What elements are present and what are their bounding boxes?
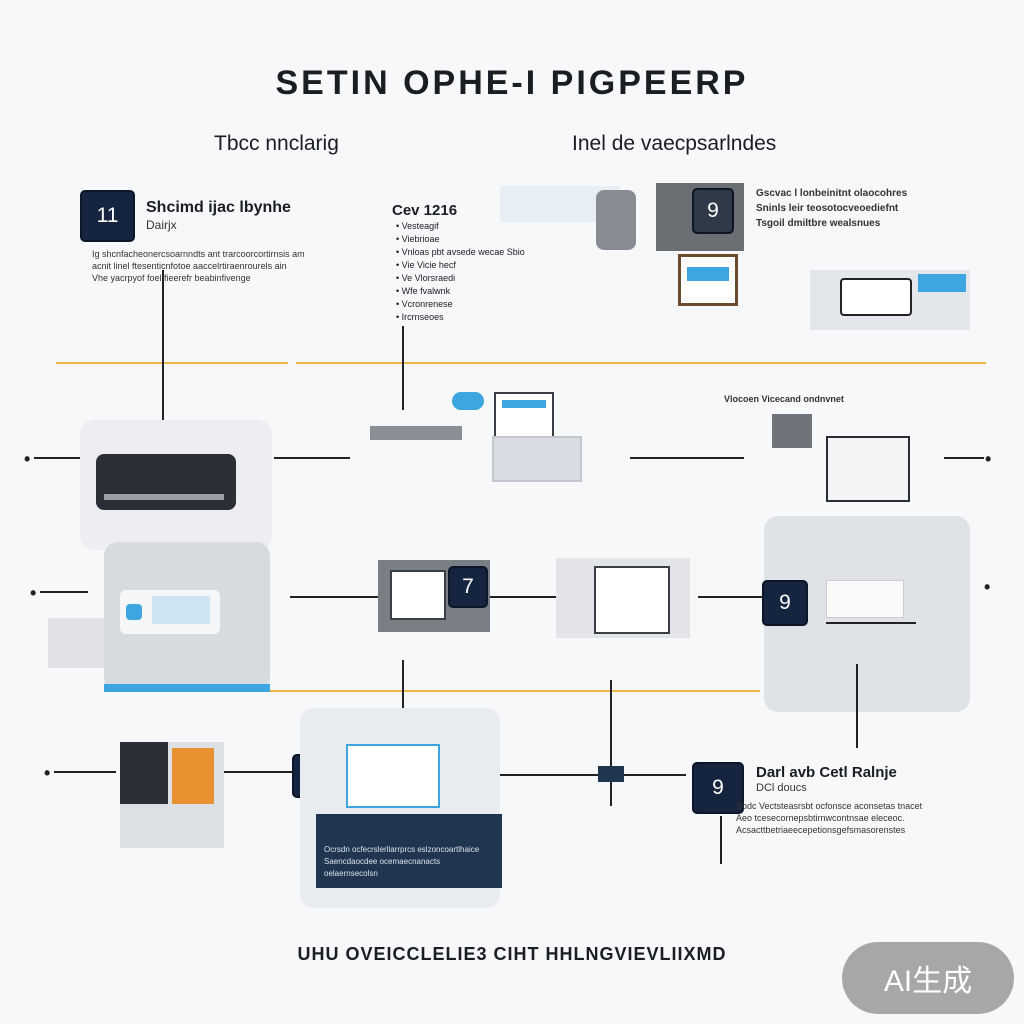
connector-line bbox=[224, 771, 294, 773]
step-number-badge: 7 bbox=[448, 566, 488, 608]
device-panel bbox=[556, 558, 690, 638]
step-number-badge: 9 bbox=[762, 580, 808, 626]
step-heading: Darl avb Cetl Ralnje bbox=[756, 764, 897, 781]
step-description: Sbdc Vectsteasrsbt ocfonsce aconsetas tn… bbox=[736, 801, 923, 835]
screen-illustration bbox=[678, 254, 738, 306]
connector-line bbox=[720, 816, 722, 864]
ai-generated-watermark: AI生成 bbox=[842, 942, 1014, 1014]
connector-line bbox=[290, 596, 390, 598]
page-title: SETIN OPHE-I PIGPEERP bbox=[275, 64, 749, 102]
info-panel: Ocrsdn ocfecrslerllarrprcs eslzoncoartlh… bbox=[316, 814, 502, 888]
step-subheading: Dairjx bbox=[146, 218, 177, 232]
document-viewer-illustration bbox=[826, 436, 910, 502]
connector-line bbox=[610, 680, 612, 806]
device-panel bbox=[48, 618, 108, 668]
connector-node-icon bbox=[598, 766, 624, 782]
list-item: Ircrnseoes bbox=[396, 311, 556, 324]
connector-line bbox=[54, 771, 116, 773]
divider-line bbox=[128, 690, 760, 692]
list-item: Viebrioae bbox=[396, 233, 556, 246]
list-item: Vcronrenese bbox=[396, 298, 556, 311]
connector-line bbox=[490, 596, 556, 598]
connector-line bbox=[630, 457, 744, 459]
connector-dot-icon: • bbox=[984, 577, 991, 597]
connector-strip-illustration bbox=[370, 426, 462, 440]
connector-line bbox=[402, 660, 404, 726]
step-list: Vesteagif Viebrioae Vnloas pbt avsede we… bbox=[396, 220, 556, 324]
list-item: Vesteagif bbox=[396, 220, 556, 233]
connector-dot-icon: • bbox=[44, 763, 51, 783]
connector-line bbox=[826, 622, 916, 624]
list-item: Vnloas pbt avsede wecae Sbio bbox=[396, 246, 556, 259]
connector-line bbox=[944, 457, 984, 459]
connector-dot-icon: • bbox=[985, 449, 992, 469]
monitor-illustration bbox=[120, 590, 220, 634]
step-description: Ig shcnfacheonercsoarnndts ant trarcoorc… bbox=[92, 249, 305, 283]
mid-label: Vlocoen Vicecand ondnvnet bbox=[724, 394, 844, 404]
step-number-badge: 11 bbox=[80, 190, 135, 242]
device-arm-illustration bbox=[596, 190, 636, 250]
list-item: Wfe fvalwnk bbox=[396, 285, 556, 298]
divider-line bbox=[296, 362, 986, 364]
list-heading: Cev 1216 bbox=[392, 202, 458, 219]
step-number-badge: 9 bbox=[692, 762, 744, 814]
connector-line bbox=[402, 326, 404, 410]
device-illustration bbox=[810, 270, 970, 330]
step-subheading: DCl doucs bbox=[756, 782, 807, 794]
step-heading: Shcimd ijac lbynhe bbox=[146, 199, 291, 216]
connector-line bbox=[274, 457, 350, 459]
connector-line bbox=[34, 457, 82, 459]
divider-line bbox=[56, 362, 288, 364]
step-description: Gscvac l lonbeinitnt olaocohres Sninls l… bbox=[756, 188, 908, 229]
connector-line bbox=[500, 774, 686, 776]
footer-caption: UHU OVEICCLELIE3 CIHT HHLNGVIEVLIIXMD bbox=[297, 944, 727, 964]
connector-dot-icon: • bbox=[24, 449, 31, 469]
usb-key-illustration bbox=[452, 392, 484, 410]
monitor-illustration bbox=[346, 744, 440, 808]
list-item: Vie Vicie hecf bbox=[396, 259, 556, 272]
connector-line bbox=[162, 270, 164, 440]
device-panel bbox=[120, 742, 224, 848]
connector-line bbox=[856, 664, 858, 748]
connector-dot-icon: • bbox=[30, 583, 37, 603]
section-subtitle-right: Inel de vaecpsarlndes bbox=[572, 132, 777, 155]
device-illustration bbox=[772, 414, 812, 448]
connector-line bbox=[40, 591, 88, 593]
monitor-illustration bbox=[492, 436, 582, 482]
printer-illustration bbox=[826, 580, 904, 618]
step-number-badge: 9 bbox=[692, 188, 734, 234]
router-illustration bbox=[96, 454, 236, 510]
connector-line bbox=[698, 596, 764, 598]
list-item: Ve Vlorsraedi bbox=[396, 272, 556, 285]
section-subtitle-left: Tbcc nnclarig bbox=[214, 132, 339, 155]
